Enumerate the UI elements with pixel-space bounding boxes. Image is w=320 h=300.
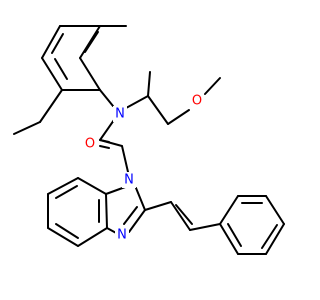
bond xyxy=(175,204,193,225)
bond xyxy=(47,227,79,247)
bond xyxy=(128,209,146,233)
bond xyxy=(125,95,149,109)
atom-labels: N O O N N xyxy=(83,93,204,243)
bond xyxy=(55,185,78,199)
imidazole-n1-label: N xyxy=(124,173,134,188)
bond xyxy=(39,89,63,123)
bond xyxy=(41,25,61,59)
bond xyxy=(227,223,242,247)
molecule-drawing: N O O N N xyxy=(13,25,285,255)
imidazole-n3-label: N xyxy=(117,228,127,243)
bond xyxy=(47,177,79,195)
label-background xyxy=(122,172,136,188)
bond xyxy=(265,223,285,255)
bond xyxy=(77,227,108,247)
bond xyxy=(147,71,151,97)
bond xyxy=(99,119,115,141)
bond xyxy=(189,223,221,231)
bond xyxy=(121,145,129,173)
label-background xyxy=(83,136,97,152)
bond xyxy=(135,187,146,211)
bond xyxy=(77,177,107,195)
amide-nitrogen-label: N xyxy=(115,107,125,122)
bond xyxy=(99,145,110,149)
bond xyxy=(51,33,64,54)
bond xyxy=(167,109,190,125)
bond xyxy=(13,121,41,135)
bonds xyxy=(13,25,285,255)
bond xyxy=(144,201,172,211)
bond xyxy=(147,95,169,125)
bond xyxy=(79,25,101,59)
bond xyxy=(55,223,79,239)
bond xyxy=(219,223,239,255)
bond xyxy=(170,201,191,231)
bond xyxy=(99,139,123,147)
label-background xyxy=(113,106,127,122)
label-background xyxy=(190,93,204,109)
bond xyxy=(123,206,138,225)
bond xyxy=(84,31,99,53)
bond xyxy=(105,193,108,229)
bond xyxy=(54,58,68,80)
carbonyl-oxygen-label: O xyxy=(85,137,95,152)
ether-oxygen-label: O xyxy=(192,94,202,109)
label-background xyxy=(115,227,129,243)
bond xyxy=(265,195,285,225)
bond xyxy=(219,195,239,225)
bond xyxy=(41,57,63,91)
bond xyxy=(204,77,221,95)
structure-canvas: N O O N N xyxy=(13,25,285,255)
bond xyxy=(79,57,101,91)
bond xyxy=(99,89,114,107)
bond xyxy=(261,224,278,249)
